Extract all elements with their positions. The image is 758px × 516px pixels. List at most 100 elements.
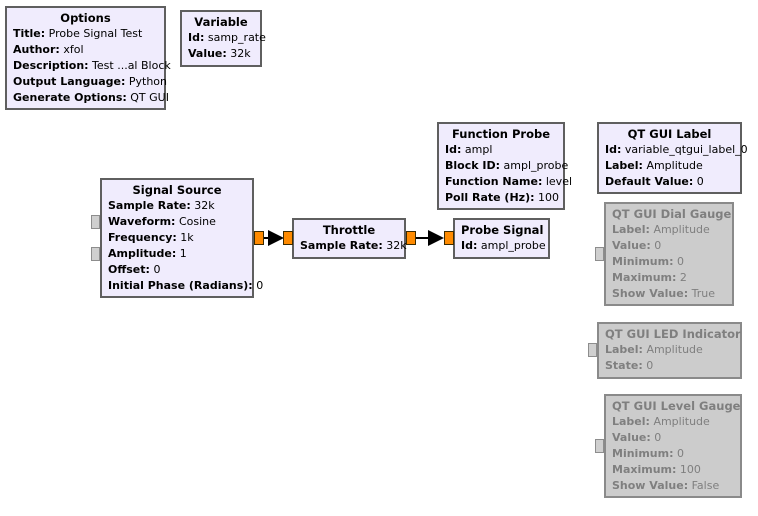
- param-row: Value: 0: [612, 238, 726, 254]
- param-key: Value:: [188, 47, 227, 60]
- param-row: Value: 0: [612, 430, 734, 446]
- param-value: 0: [646, 359, 654, 372]
- param-value: ampl_probe: [503, 159, 569, 172]
- param-value: Cosine: [178, 215, 216, 228]
- param-value: Amplitude: [653, 223, 710, 236]
- param-row: State: 0: [605, 358, 734, 374]
- signal-source-input-stub-1[interactable]: [91, 215, 100, 229]
- block-title: Throttle: [322, 223, 376, 237]
- param-row: Author: xfol: [13, 42, 158, 58]
- param-row: Initial Phase (Radians): 0: [108, 278, 263, 294]
- param-key: Poll Rate (Hz):: [445, 191, 535, 204]
- param-row: Label: Amplitude: [612, 414, 734, 430]
- param-value: 0: [676, 447, 684, 460]
- param-row: Id: ampl: [445, 142, 557, 158]
- dial-gauge-input-stub[interactable]: [595, 247, 604, 261]
- param-key: Id:: [188, 31, 205, 44]
- param-value: 100: [538, 191, 559, 204]
- param-row: Id: ampl_probe: [461, 238, 546, 254]
- param-key: Function Name:: [445, 175, 543, 188]
- param-value: False: [691, 479, 720, 492]
- led-indicator-input-stub[interactable]: [588, 343, 597, 357]
- param-key: State:: [605, 359, 643, 372]
- param-key: Sample Rate:: [108, 199, 191, 212]
- param-key: Initial Phase (Radians):: [108, 279, 253, 292]
- probe-signal-input-port[interactable]: [444, 231, 454, 245]
- param-key: Maximum:: [612, 463, 677, 476]
- param-row: Sample Rate: 32k: [108, 198, 246, 214]
- param-value: Test ...al Block: [92, 59, 171, 72]
- param-value: True: [691, 287, 715, 300]
- param-key: Id:: [445, 143, 462, 156]
- param-row: Maximum: 100: [612, 462, 734, 478]
- param-value: Amplitude: [653, 415, 710, 428]
- param-value: xfol: [63, 43, 84, 56]
- param-row: Title: Probe Signal Test: [13, 26, 158, 42]
- param-key: Label:: [612, 415, 650, 428]
- param-key: Label:: [612, 223, 650, 236]
- param-row: Generate Options: QT GUI: [13, 90, 169, 106]
- param-value: 0: [654, 239, 662, 252]
- param-key: Description:: [13, 59, 89, 72]
- level-gauge-input-stub[interactable]: [595, 439, 604, 453]
- param-value: Amplitude: [646, 343, 703, 356]
- block-title: QT GUI Level Gauge: [612, 399, 741, 413]
- param-key: Id:: [605, 143, 622, 156]
- param-value: ampl: [464, 143, 493, 156]
- param-value: 0: [696, 175, 704, 188]
- param-value: 1k: [180, 231, 194, 244]
- block-title: Probe Signal: [461, 223, 544, 237]
- param-value: Python: [128, 75, 167, 88]
- param-key: Offset:: [108, 263, 150, 276]
- throttle-input-port[interactable]: [283, 231, 293, 245]
- param-key: Waveform:: [108, 215, 176, 228]
- block-title: QT GUI LED Indicator: [605, 327, 741, 341]
- param-row: Id: samp_rate: [188, 30, 266, 46]
- throttle-output-port[interactable]: [406, 231, 416, 245]
- param-key: Value:: [612, 239, 651, 252]
- param-row: Label: Amplitude: [605, 158, 734, 174]
- param-key: Label:: [605, 343, 643, 356]
- param-key: Maximum:: [612, 271, 677, 284]
- param-key: Block ID:: [445, 159, 500, 172]
- param-row: Label: Amplitude: [605, 342, 734, 358]
- signal-source-input-stub-2[interactable]: [91, 247, 100, 261]
- param-row: Label: Amplitude: [612, 222, 726, 238]
- param-key: Amplitude:: [108, 247, 177, 260]
- param-value: 32k: [230, 47, 251, 60]
- param-key: Generate Options:: [13, 91, 127, 104]
- param-row: Show Value: False: [612, 478, 734, 494]
- param-key: Title:: [13, 27, 46, 40]
- param-row: Sample Rate: 32k: [300, 238, 407, 254]
- param-value: Probe Signal Test: [48, 27, 143, 40]
- param-row: Minimum: 0: [612, 254, 726, 270]
- block-title: Signal Source: [132, 183, 222, 197]
- param-value: 1: [179, 247, 187, 260]
- param-key: Id:: [461, 239, 478, 252]
- param-row: Offset: 0: [108, 262, 246, 278]
- param-key: Minimum:: [612, 447, 674, 460]
- param-value: samp_rate: [207, 31, 266, 44]
- param-value: variable_qtgui_label_0: [624, 143, 748, 156]
- signal-source-output-port[interactable]: [254, 231, 264, 245]
- param-row: Description: Test ...al Block: [13, 58, 171, 74]
- param-key: Frequency:: [108, 231, 177, 244]
- param-row: Output Language: Python: [13, 74, 167, 90]
- param-row: Waveform: Cosine: [108, 214, 246, 230]
- param-key: Label:: [605, 159, 643, 172]
- param-row: Minimum: 0: [612, 446, 734, 462]
- param-row: Maximum: 2: [612, 270, 726, 286]
- param-key: Author:: [13, 43, 60, 56]
- param-value: 0: [654, 431, 662, 444]
